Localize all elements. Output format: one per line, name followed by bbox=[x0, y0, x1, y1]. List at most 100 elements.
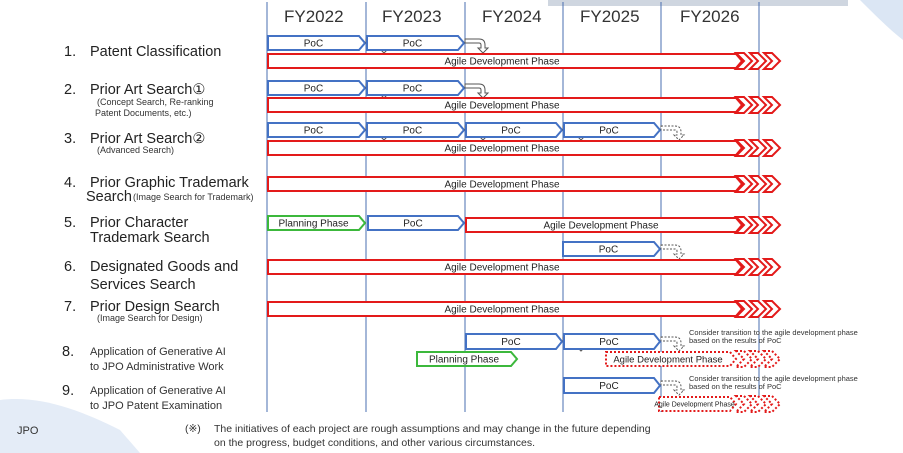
row-2-poc-fy2023: PoC bbox=[366, 80, 466, 96]
row-8-agile-phase-tentative: Agile Development Phase bbox=[605, 351, 738, 367]
row-9-agile-phase-tentative: Agile Development Phase bbox=[654, 396, 738, 412]
row-8-consider-note-line-2: based on the results of PoC bbox=[689, 336, 782, 345]
row-9-poc-fy2025: PoC bbox=[563, 377, 662, 394]
row-6-title: Designated Goods and bbox=[90, 259, 239, 275]
row-2-chevrons bbox=[733, 96, 782, 114]
row-3-poc-fy2022: PoC bbox=[267, 122, 367, 138]
row-5-poc-fy2023-label: PoC bbox=[403, 219, 422, 230]
row-3-poc-fy2023-label: PoC bbox=[403, 126, 422, 137]
row-9-consider-note-line-1: Consider transition to the agile develop… bbox=[689, 374, 858, 383]
row-6-number: 6. bbox=[64, 259, 77, 275]
row-7-agile-phase-label: Agile Development Phase bbox=[444, 305, 560, 316]
row-3-poc-fy2022-label: PoC bbox=[304, 126, 323, 137]
row-2-number: 2. bbox=[64, 82, 77, 98]
row-1-chevrons bbox=[733, 52, 782, 70]
year-header-fy2026: FY2026 bbox=[680, 7, 740, 26]
row-5-planning-phase: Planning Phase bbox=[267, 215, 367, 231]
row-8-number: 8. bbox=[62, 344, 75, 360]
row-2-poc-fy2023-label: PoC bbox=[403, 84, 422, 95]
row-8-planning-phase-label: Planning Phase bbox=[429, 355, 499, 366]
row-3-chevrons bbox=[733, 139, 782, 157]
jpo-label: JPO bbox=[17, 425, 39, 437]
year-header-fy2023: FY2023 bbox=[382, 7, 442, 26]
row-9-chevrons bbox=[733, 395, 782, 413]
row-1-poc-fy2022-label: PoC bbox=[304, 39, 323, 50]
row-4-chevrons bbox=[733, 175, 782, 193]
row-8-poc-fy2024-label: PoC bbox=[501, 337, 520, 348]
row-8-poc-fy2025: PoC bbox=[563, 333, 662, 350]
row-6-poc-fy2025-label: PoC bbox=[599, 245, 618, 256]
row-2-subtitle-2: Patent Documents, etc.) bbox=[95, 108, 192, 118]
row-2-subtitle: (Concept Search, Re-ranking bbox=[97, 97, 214, 107]
row-8-poc-fy2024: PoC bbox=[465, 333, 564, 350]
row-8-planning-phase: Planning Phase bbox=[416, 351, 519, 367]
row-4-number: 4. bbox=[64, 175, 77, 191]
row-1-continue-arrow-2 bbox=[464, 38, 490, 54]
row-2-agile-phase-label: Agile Development Phase bbox=[444, 101, 560, 112]
year-header-fy2022: FY2022 bbox=[284, 7, 344, 26]
row-3-poc-fy2024: PoC bbox=[465, 122, 564, 138]
row-1-poc-fy2023: PoC bbox=[366, 35, 466, 51]
row-7-chevrons bbox=[733, 300, 782, 318]
row-8-chevrons bbox=[733, 350, 782, 368]
row-6-title-2: Services Search bbox=[90, 277, 196, 293]
year-header-fy2025: FY2025 bbox=[580, 7, 640, 26]
row-7-subtitle: (Image Search for Design) bbox=[97, 313, 203, 323]
row-1-poc-fy2023-label: PoC bbox=[403, 39, 422, 50]
row-4-agile-phase: Agile Development Phase bbox=[267, 176, 744, 192]
row-3-agile-phase: Agile Development Phase bbox=[267, 140, 744, 156]
row-5-number: 5. bbox=[64, 215, 77, 231]
row-9-number: 9. bbox=[62, 383, 75, 399]
footer-note-line-2: on the progress, budget conditions, and … bbox=[214, 437, 536, 449]
row-6-chevrons bbox=[733, 258, 782, 276]
row-3-poc-fy2025-label: PoC bbox=[599, 126, 618, 137]
row-3-subtitle: (Advanced Search) bbox=[97, 145, 175, 155]
row-1-agile-phase-label: Agile Development Phase bbox=[444, 57, 560, 68]
year-header-fy2024: FY2024 bbox=[482, 7, 542, 26]
row-5-poc-fy2023: PoC bbox=[367, 215, 466, 231]
row-9-title: Application of Generative AI bbox=[90, 385, 226, 397]
row-2-poc-fy2022-label: PoC bbox=[304, 84, 323, 95]
footer-note-line-1: The initiatives of each project are roug… bbox=[214, 423, 651, 435]
row-6-poc-fy2025: PoC bbox=[562, 241, 662, 257]
row-2-continue-arrow-2 bbox=[464, 83, 490, 99]
row-9-title-2: to JPO Patent Examination bbox=[90, 400, 223, 412]
row-8-title: Application of Generative AI bbox=[90, 346, 226, 358]
row-3-poc-fy2025: PoC bbox=[563, 122, 662, 138]
row-8-poc-fy2025-label: PoC bbox=[599, 337, 618, 348]
row-9-consider-note-line-2: based on the results of PoC bbox=[689, 382, 782, 391]
row-3-continue-arrow-4 bbox=[660, 125, 686, 141]
footer-note-mark: (※) bbox=[185, 423, 201, 435]
row-7-agile-phase: Agile Development Phase bbox=[267, 301, 744, 317]
row-3-number: 3. bbox=[64, 131, 77, 147]
row-5-chevrons bbox=[733, 216, 782, 234]
row-2-poc-fy2022: PoC bbox=[267, 80, 367, 96]
row-1-poc-fy2022: PoC bbox=[267, 35, 367, 51]
row-4-title-2: Search bbox=[86, 189, 132, 205]
row-1-title: Patent Classification bbox=[90, 44, 222, 60]
row-1-agile-phase: Agile Development Phase bbox=[267, 53, 744, 69]
row-8-title-2: to JPO Administrative Work bbox=[90, 361, 224, 373]
row-5-agile-phase: Agile Development Phase bbox=[465, 217, 744, 233]
row-5-title: Prior Character bbox=[90, 215, 189, 231]
row-3-poc-fy2023: PoC bbox=[366, 122, 466, 138]
row-3-title: Prior Art Search② bbox=[90, 131, 206, 147]
row-7-number: 7. bbox=[64, 299, 77, 315]
row-2-agile-phase: Agile Development Phase bbox=[267, 97, 744, 113]
row-8-continue-arrow-2 bbox=[660, 336, 686, 352]
row-4-subtitle: (Image Search for Trademark) bbox=[133, 192, 254, 202]
row-3-poc-fy2024-label: PoC bbox=[501, 126, 520, 137]
row-9-agile-phase-tentative-label: Agile Development Phase bbox=[654, 401, 735, 408]
row-7-title: Prior Design Search bbox=[90, 299, 220, 315]
row-5-title-2: Trademark Search bbox=[90, 230, 210, 246]
row-2-title: Prior Art Search① bbox=[90, 82, 206, 98]
row-5-agile-phase-label: Agile Development Phase bbox=[543, 221, 659, 232]
row-1-number: 1. bbox=[64, 44, 77, 60]
row-6-continue-arrow bbox=[660, 244, 686, 260]
row-6-agile-phase: Agile Development Phase bbox=[267, 259, 744, 275]
row-6-agile-phase-label: Agile Development Phase bbox=[444, 263, 560, 274]
row-9-poc-fy2025-label: PoC bbox=[599, 381, 618, 392]
row-8-agile-phase-tentative-label: Agile Development Phase bbox=[613, 354, 722, 365]
